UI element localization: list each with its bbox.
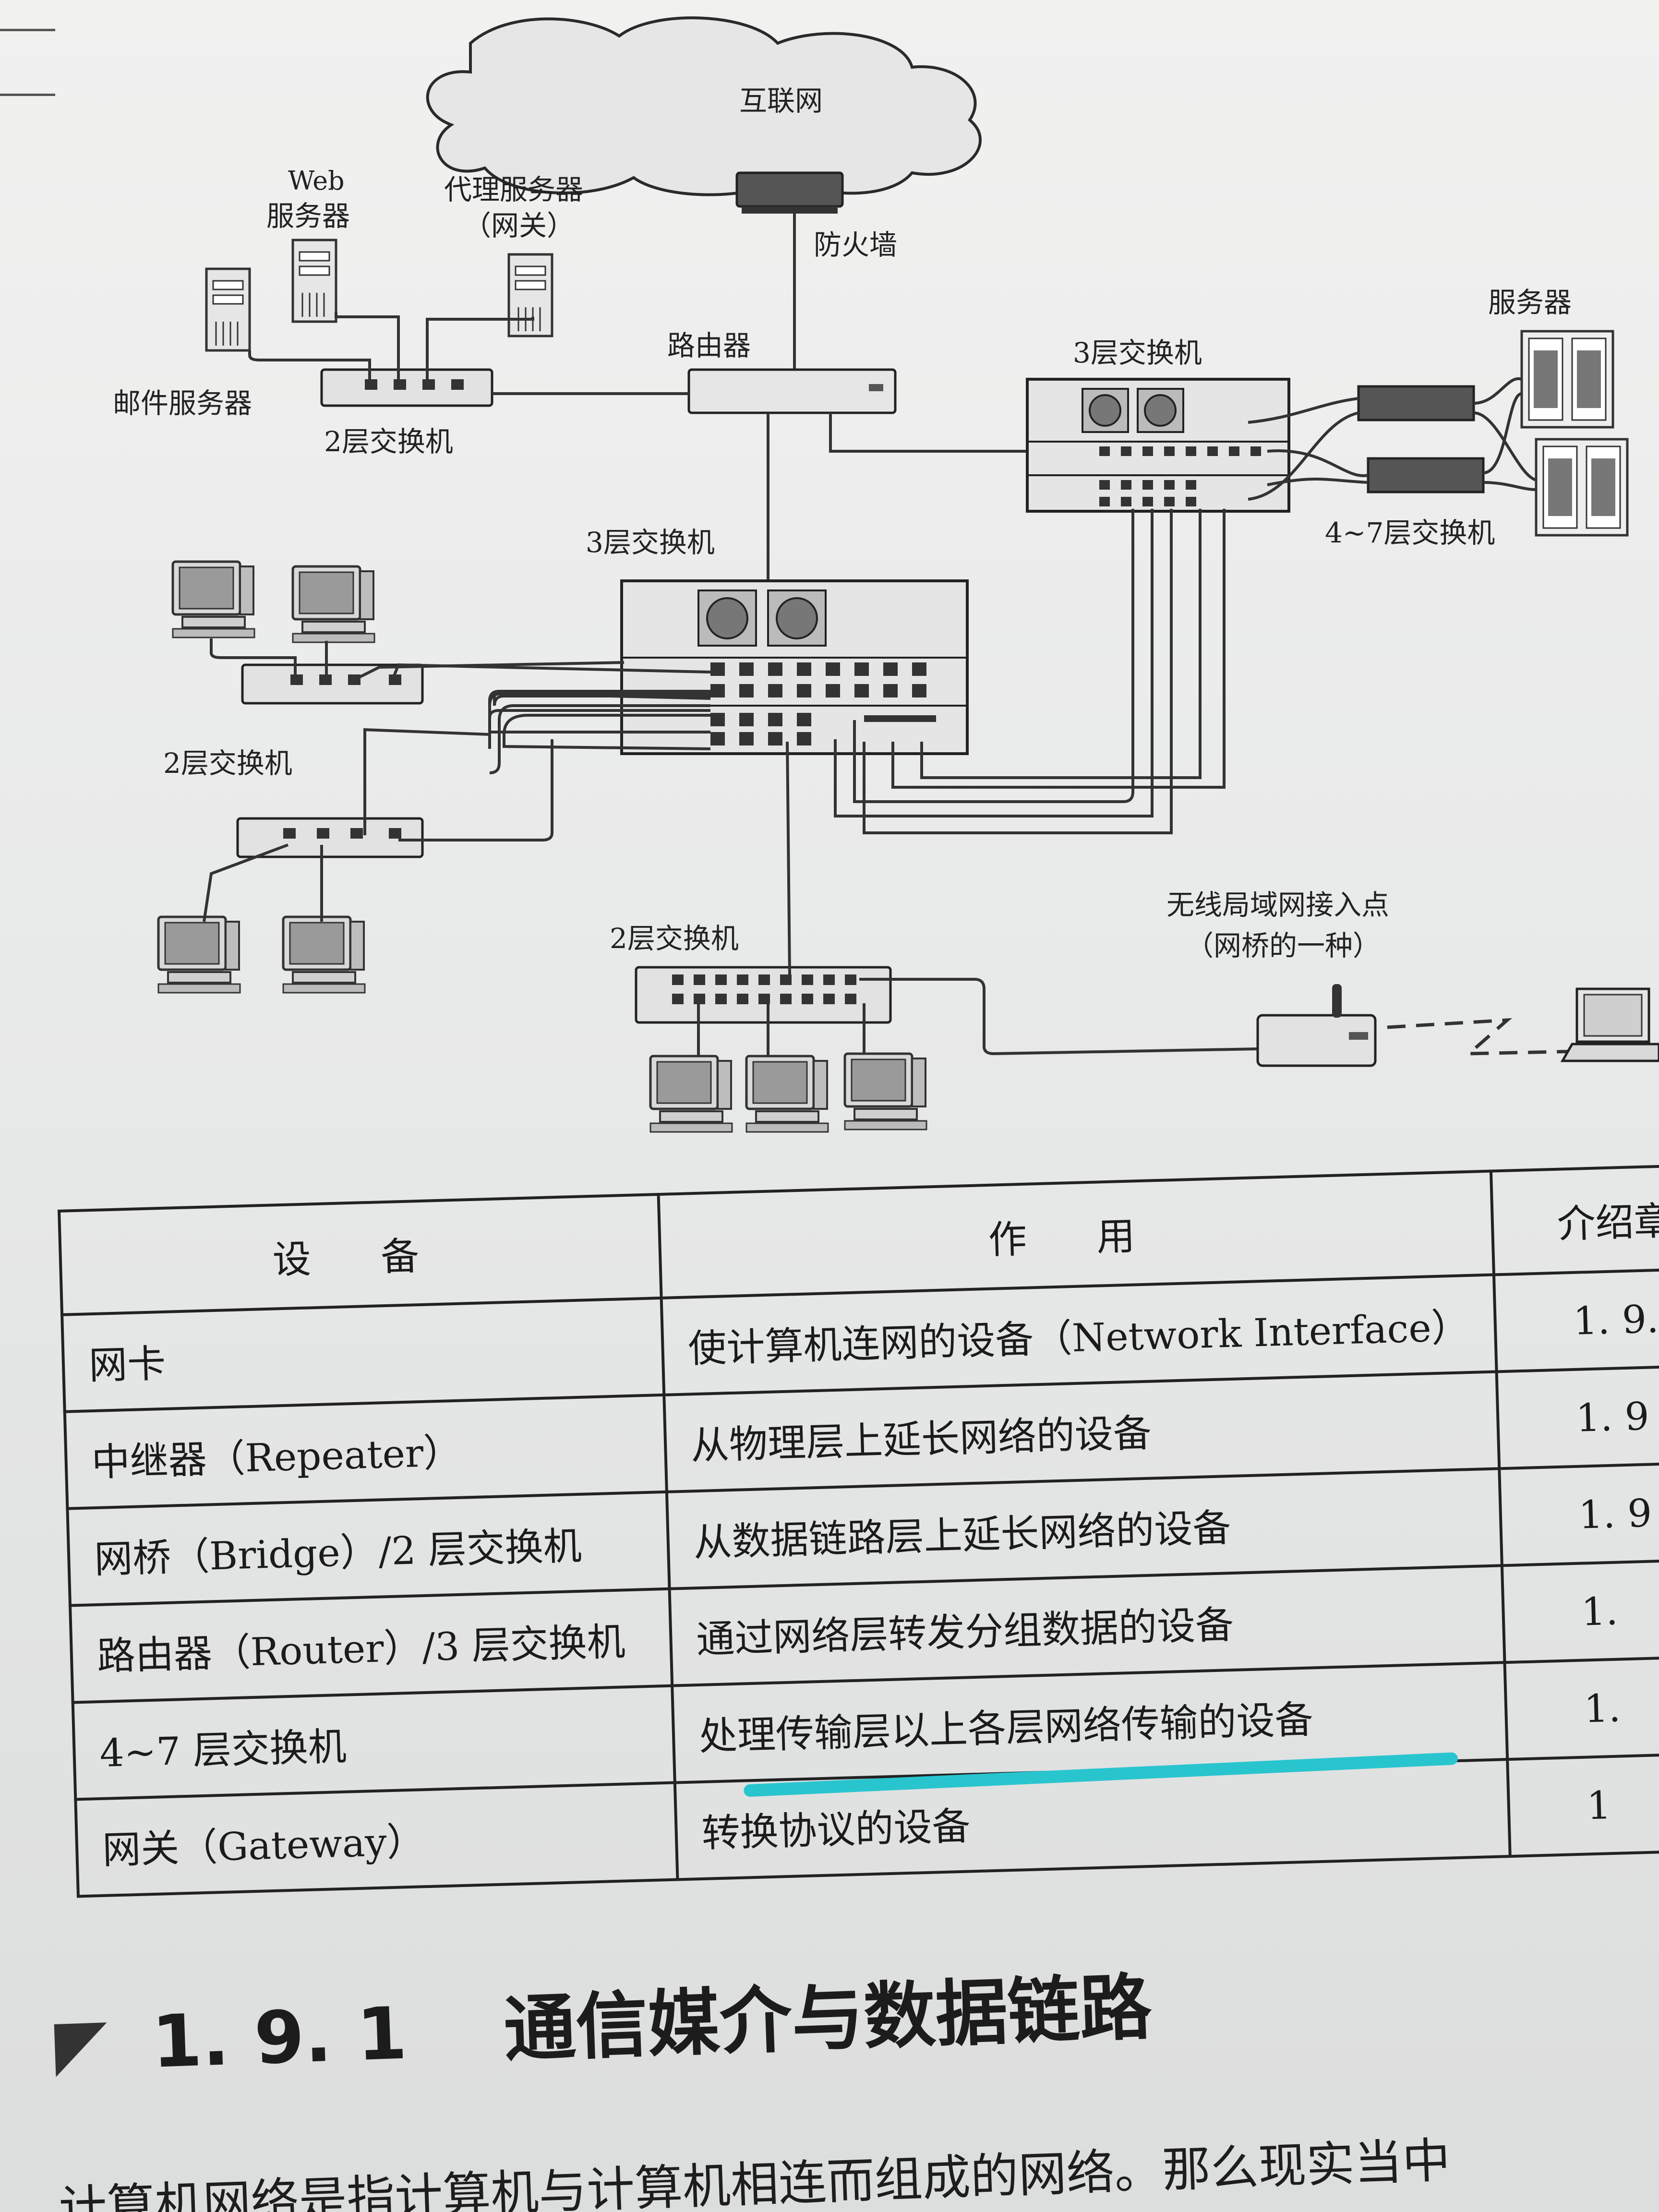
mail-server-icon (206, 269, 250, 350)
proxy-server-label-2: （网关） (463, 209, 575, 242)
l3-switch-main-label: 3层交换机 (586, 526, 715, 559)
laptop-icon (1560, 987, 1659, 1062)
l47-switch-label: 4~7层交换机 (1325, 517, 1495, 549)
pc-icon (158, 917, 240, 993)
server-rack-icon (1522, 331, 1613, 427)
network-diagram: 互联网 防火墙 路由器 Web 服务器 代理服务器 （网关） 邮件服务器 2层交… (113, 16, 1659, 1176)
device-cell: 网桥（Bridge）/2 层交换机 (67, 1491, 670, 1606)
firewall-label: 防火墙 (814, 228, 897, 261)
pc-icon (173, 562, 254, 637)
l2-switch-top-label: 2层交换机 (324, 425, 453, 458)
server-rack-icon (1536, 439, 1627, 535)
internet-cloud (426, 16, 982, 196)
l2-switch-bottom-label: 2层交换机 (610, 922, 739, 955)
pc-icon (650, 1056, 732, 1132)
pc-icon (845, 1054, 926, 1130)
firewall-device (735, 171, 844, 208)
proxy-server-icon (509, 254, 552, 336)
device-cell: 网关（Gateway） (75, 1782, 678, 1897)
l2-switch-left-upper (241, 663, 424, 705)
chapter-cell: 1. 9. (1493, 1268, 1659, 1372)
table-header-device: 设 备 (59, 1194, 661, 1315)
router-label: 路由器 (667, 329, 751, 362)
web-server-icon (293, 240, 336, 322)
body-text-line: 计算机网络是指计算机与计算机相连而组成的网络。那么现实当中 (58, 2132, 1452, 2212)
margin-rule (0, 29, 55, 31)
chapter-cell: 1. (1502, 1559, 1659, 1663)
web-server-label-2: 服务器 (266, 200, 350, 232)
l47-switch-b (1367, 457, 1485, 493)
wlan-ap-label-1: 无线局域网接入点 (1166, 889, 1389, 921)
pc-icon (293, 566, 374, 642)
wlan-ap-device (1256, 1014, 1377, 1067)
l3-switch-right-label: 3层交换机 (1073, 337, 1202, 369)
router-device (687, 368, 897, 414)
chapter-cell: 1. 9 (1499, 1462, 1659, 1566)
servers-label: 服务器 (1488, 286, 1572, 319)
proxy-server-label-1: 代理服务器 (444, 173, 583, 206)
section-number: 1. 9. 1 (150, 1992, 409, 2084)
chapter-cell: 1 (1507, 1752, 1659, 1857)
pc-icon (283, 917, 365, 993)
device-cell: 路由器（Router）/3 层交换机 (70, 1588, 673, 1703)
l47-switch-a (1357, 385, 1475, 421)
l2-switch-left-label: 2层交换机 (163, 747, 292, 780)
internet-label: 互联网 (739, 84, 823, 117)
device-table: 设 备 作 用 介绍章 网卡 使计算机连网的设备（Network Interfa… (58, 1163, 1659, 1898)
web-server-label-1: Web (288, 166, 345, 196)
chapter-cell: 1. 9 (1496, 1365, 1659, 1469)
section-title: 通信媒介与数据链路 (502, 1966, 1153, 2072)
device-cell: 网卡 (62, 1298, 664, 1412)
wlan-ap-label-2: （网桥的一种） (1186, 929, 1381, 962)
table-header-chapter: 介绍章 (1491, 1164, 1659, 1275)
chapter-cell: 1. (1504, 1655, 1659, 1760)
margin-rule (0, 94, 55, 96)
section-triangle-icon (54, 2022, 109, 2077)
device-cell: 4~7 层交换机 (72, 1685, 675, 1800)
pc-icon (746, 1056, 828, 1132)
device-cell: 中继器（Repeater） (64, 1395, 667, 1509)
mail-server-label: 邮件服务器 (113, 387, 252, 420)
l2-switch-top (320, 368, 493, 407)
section-heading: 1. 9. 1 通信媒介与数据链路 (53, 1949, 1153, 2092)
